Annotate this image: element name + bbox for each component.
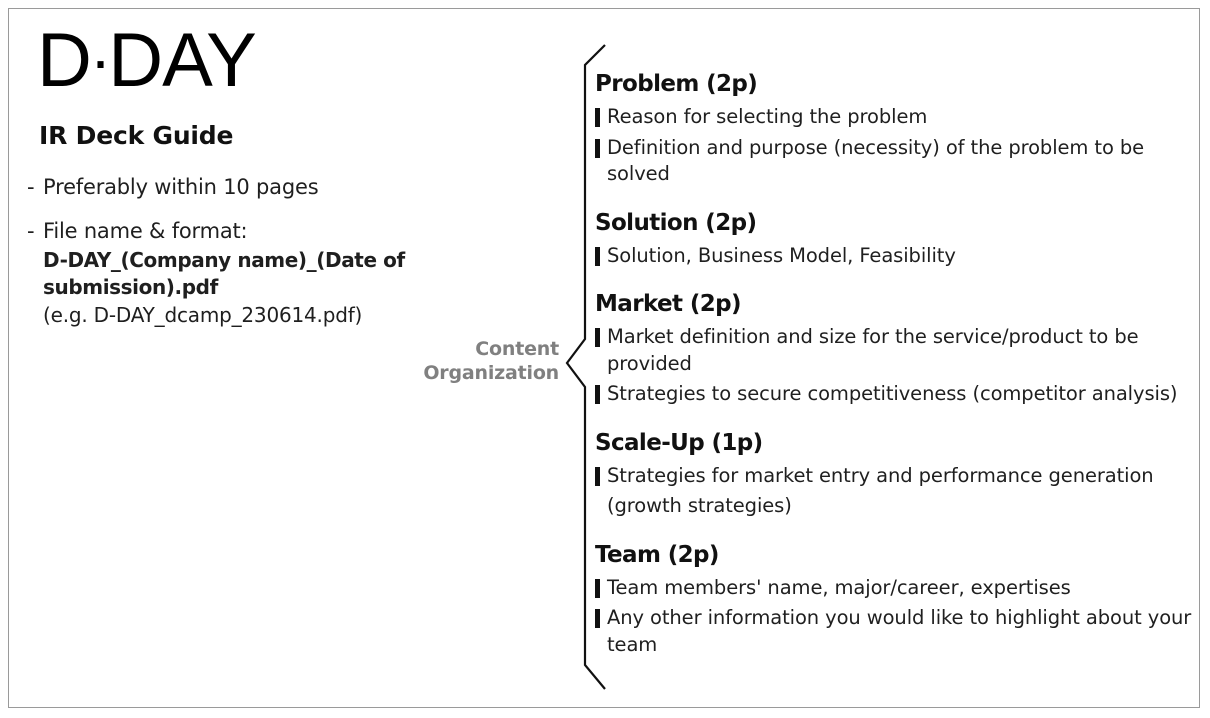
section-title: Problem (2p)	[595, 71, 758, 97]
bullet-continuation: (growth strategies)	[595, 493, 1195, 520]
list-item: Team members' name, major/career, expert…	[595, 575, 1195, 602]
list-item: Definition and purpose (necessity) of th…	[595, 135, 1195, 188]
bullet-bar-icon	[595, 246, 600, 266]
section-scale-up: Scale-Up (1p) Strategies for market entr…	[595, 430, 1195, 520]
bullet-bar-icon	[595, 138, 600, 158]
bullet-continuation-text: (growth strategies)	[607, 494, 792, 518]
list-item: Solution, Business Model, Feasibility	[595, 243, 1195, 270]
list-item: Market definition and size for the servi…	[595, 324, 1195, 377]
section-problem: Problem (2p) Reason for selecting the pr…	[595, 71, 1195, 188]
bullet-bar-icon	[595, 466, 600, 486]
content-outline: Problem (2p) Reason for selecting the pr…	[595, 71, 1195, 662]
section-team: Team (2p) Team members' name, major/care…	[595, 542, 1195, 659]
file-format-example: (e.g. D-DAY_dcamp_230614.pdf)	[43, 303, 363, 328]
logo-text-left: D	[37, 18, 92, 103]
list-item: - File name & format: D-DAY_(Company nam…	[27, 218, 547, 329]
bullet-text: Market definition and size for the servi…	[607, 325, 1139, 375]
bullet-text: Team members' name, major/career, expert…	[607, 575, 1071, 599]
curly-brace-icon	[565, 44, 606, 690]
content-organization-label-line1: Content	[475, 338, 559, 360]
list-item: - Preferably within 10 pages	[27, 174, 547, 202]
section-market: Market (2p) Market definition and size f…	[595, 291, 1195, 408]
section-title: Market (2p)	[595, 291, 742, 318]
note-body: Preferably within 10 pages	[43, 174, 547, 202]
list-item: Strategies to secure competitiveness (co…	[595, 381, 1195, 408]
section-title: Scale-Up (1p)	[595, 429, 763, 456]
note-text: Preferably within 10 pages	[43, 175, 319, 199]
dash-marker: -	[27, 175, 35, 199]
page-title: IR Deck Guide	[39, 121, 234, 150]
bullet-text: Solution, Business Model, Feasibility	[607, 243, 956, 267]
list-item: Reason for selecting the problem	[595, 104, 1195, 131]
bullet-bar-icon	[595, 385, 600, 405]
note-text: File name & format:	[43, 218, 248, 243]
bullet-text: Reason for selecting the problem	[607, 105, 928, 128]
brand-logo: D·DAY	[37, 23, 547, 99]
note-body: File name & format: D-DAY_(Company name)…	[43, 218, 547, 329]
file-format-pattern: D-DAY_(Company name)_(Date of submission…	[43, 248, 405, 299]
dash-marker: -	[27, 218, 35, 243]
bullet-indent-spacer	[595, 493, 600, 520]
section-title: Solution (2p)	[595, 209, 757, 236]
content-organization-label-line2: Organization	[423, 362, 559, 385]
slide-page: D·DAY IR Deck Guide - Preferably within …	[8, 8, 1200, 708]
logo-text-right: DAY	[108, 18, 257, 103]
bullet-text: Strategies to secure competitiveness (co…	[607, 382, 1178, 406]
bullet-bar-icon	[595, 609, 600, 629]
bullet-text: Strategies for market entry and performa…	[607, 463, 1154, 487]
bullet-text: Definition and purpose (necessity) of th…	[607, 135, 1145, 186]
bullet-bar-icon	[595, 328, 600, 348]
left-column: D·DAY IR Deck Guide - Preferably within …	[27, 23, 547, 345]
notes-list: - Preferably within 10 pages - File name…	[27, 174, 547, 329]
bullet-bar-icon	[595, 108, 600, 127]
section-title: Team (2p)	[595, 541, 719, 568]
list-item: Any other information you would like to …	[595, 605, 1195, 658]
section-solution: Solution (2p) Solution, Business Model, …	[595, 210, 1195, 270]
logo-middot-icon: ·	[89, 24, 111, 97]
content-organization-label: Content Organization	[407, 337, 559, 386]
list-item: Strategies for market entry and performa…	[595, 463, 1195, 490]
bullet-text: Any other information you would like to …	[607, 606, 1192, 656]
bullet-bar-icon	[595, 578, 600, 598]
